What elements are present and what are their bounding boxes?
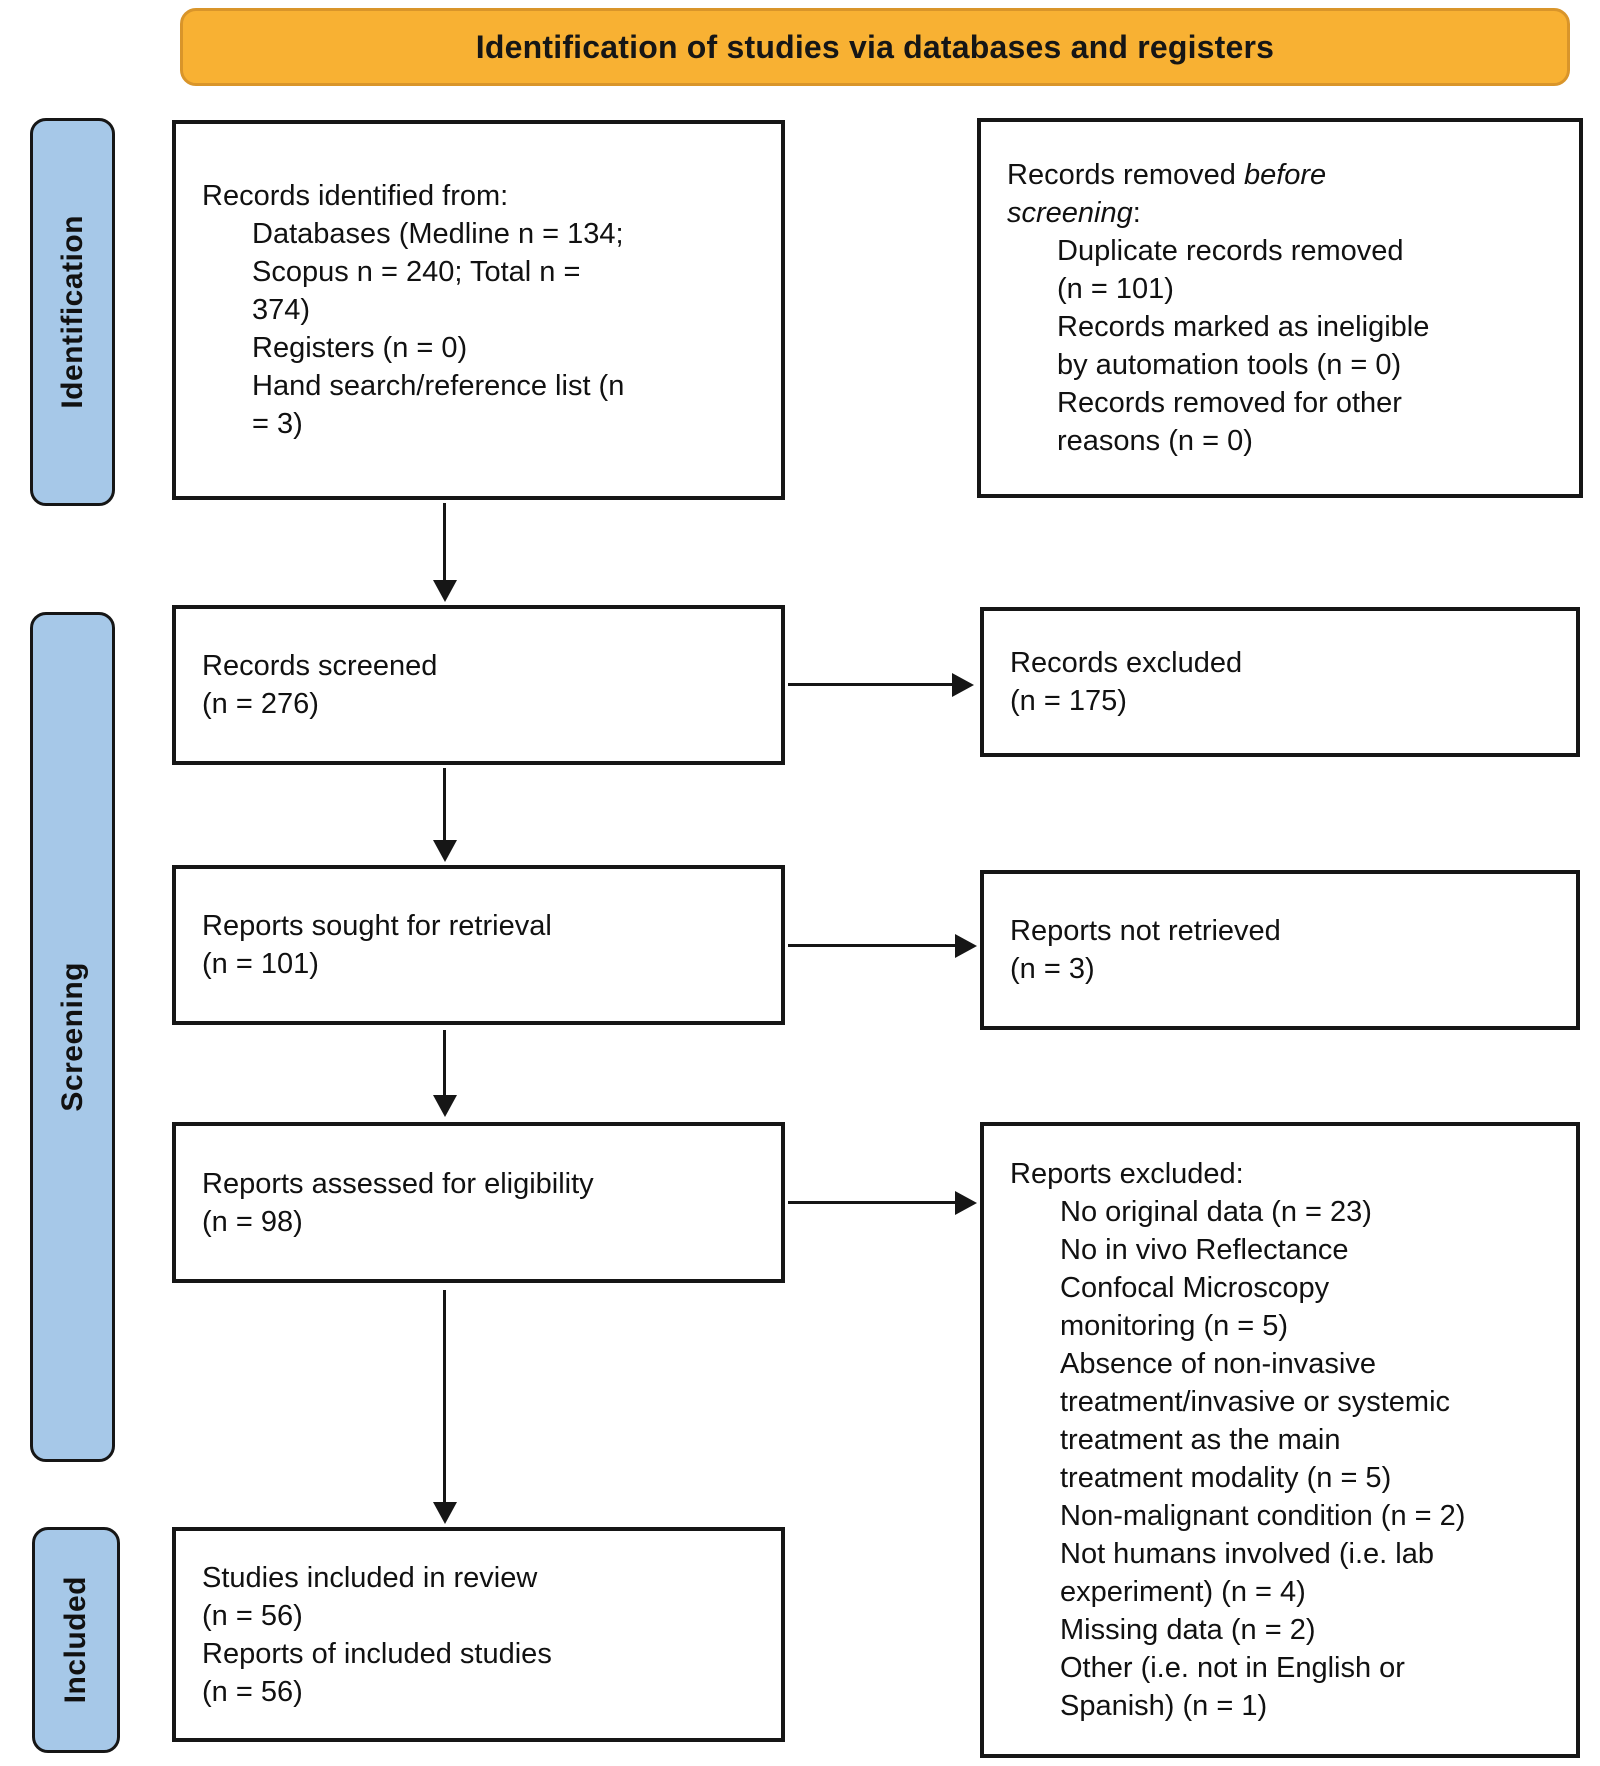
arrow-down-icon [432, 1030, 457, 1117]
list-line: Duplicate records removed (n = 101) [1057, 235, 1404, 305]
box-text: Reports assessed for eligibility (n = 98… [202, 1167, 594, 1238]
stage-label-text: Identification [55, 215, 89, 409]
box-heading: Records identified from: [202, 180, 509, 212]
box-studies-included: Studies included in review (n = 56) Repo… [172, 1527, 785, 1742]
list-line: No original data (n = 23) [1060, 1196, 1372, 1228]
list-line: Databases (Medline n = 134; Scopus n = 2… [252, 218, 624, 326]
arrow-right-icon [788, 672, 974, 697]
box-records-removed-before-screening: Records removed before screening: Duplic… [977, 118, 1583, 498]
list-line: Registers (n = 0) [252, 332, 468, 364]
box-text: Reports sought for retrieval (n = 101) [202, 910, 552, 980]
stage-label-text: Included [59, 1576, 92, 1704]
stage-label-included: Included [32, 1527, 120, 1753]
list-line: Hand search/reference list (n = 3) [252, 370, 625, 440]
italic-text: before screening [1007, 159, 1327, 229]
box-records-identified: Records identified from: Databases (Medl… [172, 120, 785, 500]
box-item-list: Duplicate records removed (n = 101)Recor… [1007, 232, 1553, 460]
arrow-down-icon [432, 1290, 457, 1524]
list-line: Absence of non-invasive treatment/invasi… [1060, 1348, 1451, 1494]
stage-label-screening: Screening [30, 612, 115, 1462]
box-text: Studies included in review (n = 56) Repo… [202, 1561, 552, 1708]
list-line: Missing data (n = 2) [1060, 1614, 1316, 1646]
arrow-right-icon [788, 1190, 977, 1215]
box-text: Records screened (n = 276) [202, 650, 438, 720]
box-reports-excluded: Reports excluded: No original data (n = … [980, 1122, 1580, 1758]
list-line: Not humans involved (i.e. lab experiment… [1060, 1538, 1434, 1608]
arrow-down-icon [432, 503, 457, 602]
list-line: Records removed for other reasons (n = 0… [1057, 387, 1402, 457]
box-records-screened: Records screened (n = 276) [172, 605, 785, 765]
arrow-right-icon [788, 933, 977, 958]
title-banner: Identification of studies via databases … [180, 8, 1570, 86]
box-reports-assessed: Reports assessed for eligibility (n = 98… [172, 1122, 785, 1283]
box-heading: Reports excluded: [1010, 1158, 1244, 1190]
list-line: Other (i.e. not in English or Spanish) (… [1060, 1652, 1405, 1722]
box-records-excluded: Records excluded (n = 175) [980, 607, 1580, 757]
list-line: Non-malignant condition (n = 2) [1060, 1500, 1466, 1532]
arrow-down-icon [432, 768, 457, 862]
box-heading: Records removed before screening: [1007, 156, 1553, 232]
box-item-list: No original data (n = 23) No in vivo Refl… [1010, 1193, 1550, 1725]
list-line: Records marked as ineligible by automati… [1057, 311, 1430, 381]
stage-label-identification: Identification [30, 118, 115, 506]
list-line: No in vivo Reflectance Confocal Microsco… [1060, 1234, 1349, 1342]
plain-text: Records removed [1007, 159, 1244, 191]
box-item-list: Databases (Medline n = 134; Scopus n = 2… [202, 215, 755, 443]
box-text: Records excluded (n = 175) [1010, 647, 1243, 717]
box-text: Reports not retrieved (n = 3) [1010, 915, 1281, 985]
diagram-title: Identification of studies via databases … [475, 28, 1275, 65]
box-reports-not-retrieved: Reports not retrieved (n = 3) [980, 870, 1580, 1030]
plain-text: : [1132, 197, 1141, 229]
box-reports-sought: Reports sought for retrieval (n = 101) [172, 865, 785, 1025]
stage-label-text: Screening [55, 962, 89, 1112]
